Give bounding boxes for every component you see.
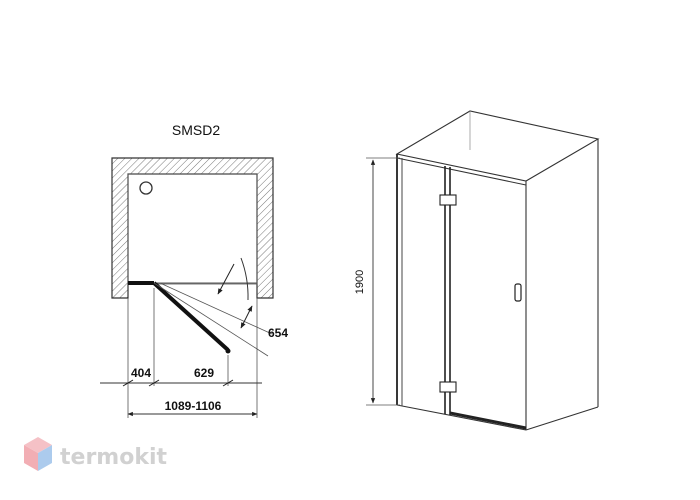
model-label: SMSD2 (172, 122, 220, 138)
elevation-view: 1900 (354, 110, 600, 431)
front-bottom-edge (396, 404, 527, 431)
dim-door-label: 629 (194, 366, 214, 380)
door-handle-icon (514, 283, 522, 302)
dim-height-label: 1900 (354, 270, 366, 294)
swing-dim-line2 (159, 282, 273, 335)
lower-hinge (439, 381, 457, 393)
plan-view: SMSD2 654 404 629 (100, 122, 288, 418)
shower-tray (127, 173, 258, 285)
swing-arrow (217, 263, 235, 295)
swing-dim-arrow (240, 305, 253, 329)
door-open (152, 281, 230, 352)
side-bottom-edge (525, 406, 599, 431)
dim-fixed-label: 404 (131, 366, 151, 380)
termokit-logo-icon (24, 437, 52, 471)
tick-629-right (222, 379, 234, 387)
top-frame (395, 110, 600, 182)
swing-dim-line (153, 282, 269, 357)
door-handle-dot (225, 348, 231, 354)
swing-arc (240, 257, 249, 301)
drain-icon (139, 181, 153, 195)
threshold-bar (449, 411, 527, 430)
tick-404-right (148, 379, 160, 387)
dim-swing-label: 654 (268, 326, 288, 340)
watermark-brand: termokit (60, 445, 167, 470)
tick-404-left (122, 379, 134, 387)
dim-total-label: 1089-1106 (165, 399, 222, 413)
plan-walls (111, 157, 274, 299)
upper-hinge (439, 194, 457, 206)
watermark: termokit (24, 437, 167, 471)
front-top-rail (396, 157, 527, 186)
